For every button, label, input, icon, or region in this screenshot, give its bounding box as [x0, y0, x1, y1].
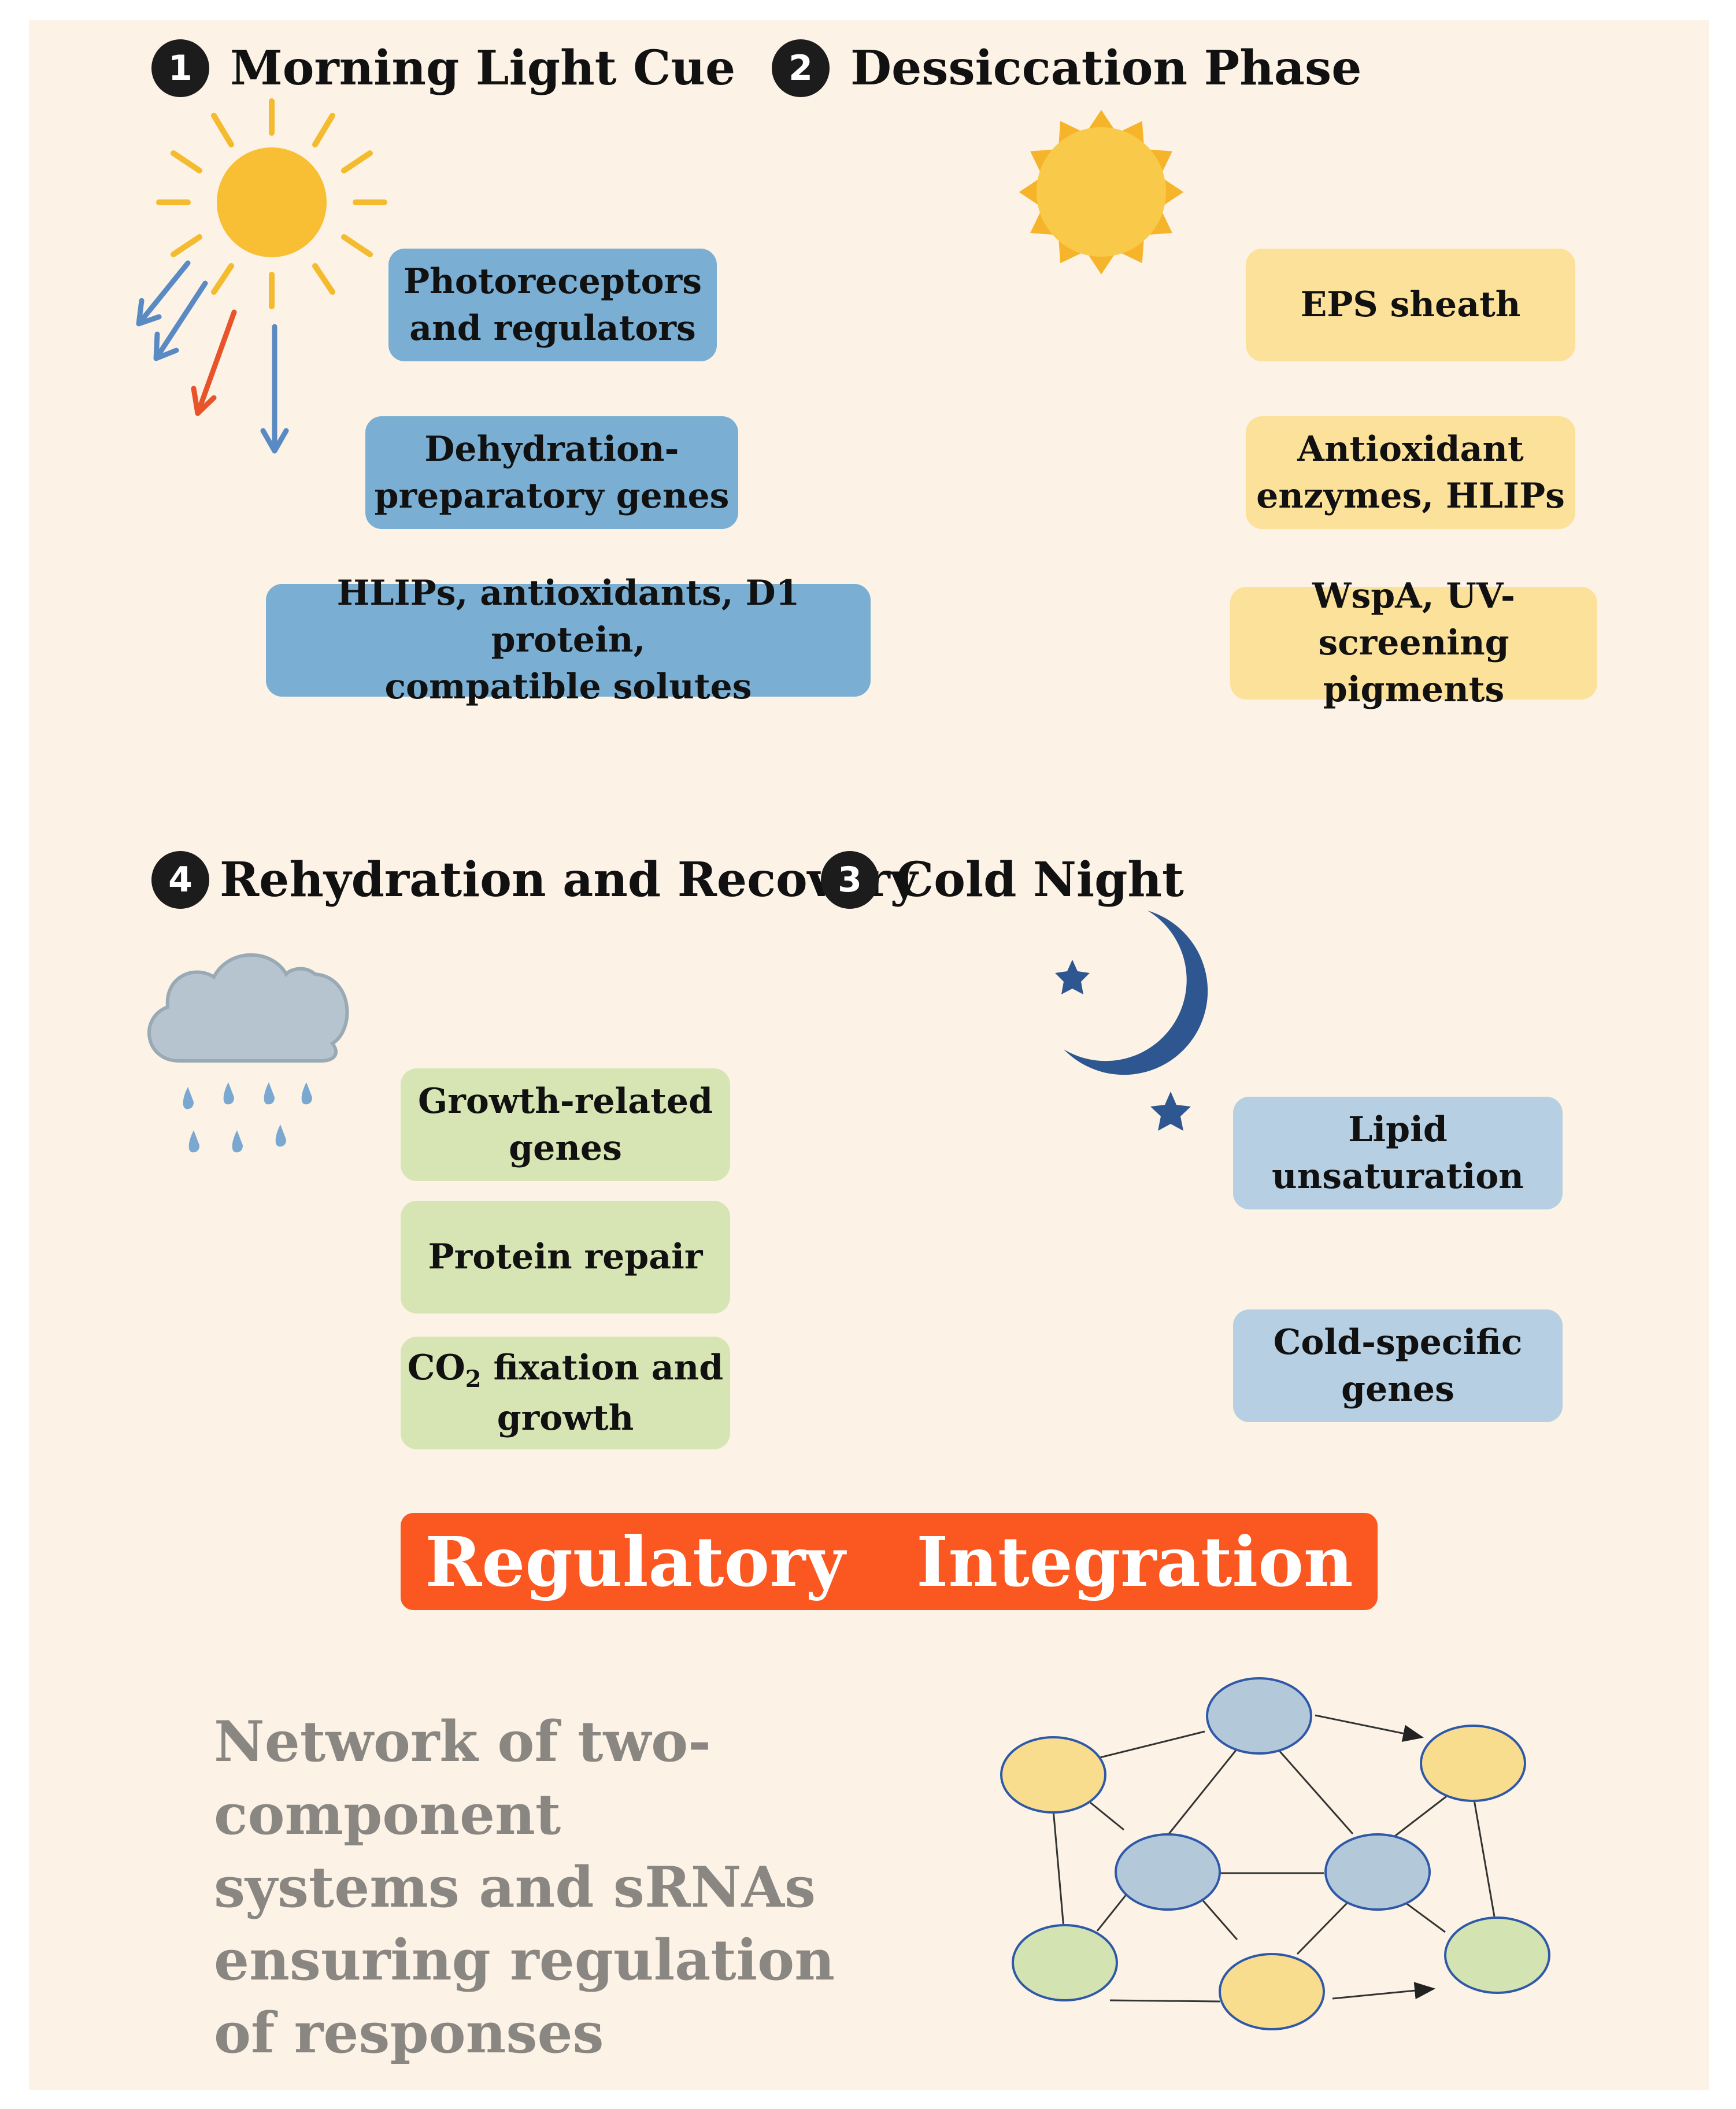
box-line: and regulators [409, 308, 696, 349]
box-line: preparatory genes [374, 475, 730, 516]
phase-3-title-text: Cold Night [896, 852, 1184, 908]
phase-2-title: 2 Dessiccation Phase [772, 39, 1361, 97]
star-icon [1055, 960, 1191, 1131]
night-box-cold-genes: Cold-specific genes [1233, 1309, 1563, 1422]
box-line: genes [1341, 1368, 1454, 1409]
sun-icon [1019, 110, 1184, 275]
moon-icon [1064, 911, 1208, 1075]
box-line: Growth-related [417, 1081, 713, 1122]
recovery-box-co2-fixation: CO2 fixation and growth [401, 1337, 730, 1449]
morning-box-hlips: HLIPs, antioxidants, D1 protein, compatib… [266, 573, 871, 707]
phase-3-number-badge: 3 [821, 851, 879, 909]
network-text-line: of responses [214, 2000, 604, 2066]
network-text-line: ensuring regulation [214, 1927, 835, 1993]
phase-4-title-text: Rehydration and Recovery [220, 852, 918, 908]
regulatory-integration-banner: Regulatory Integration [401, 1513, 1378, 1610]
phase-4-title: 4 Rehydration and Recovery [151, 851, 917, 909]
morning-box-dehydration-genes: Dehydration-preparatory genes [365, 416, 738, 529]
phase-4-number-badge: 4 [151, 851, 209, 909]
box-line: Protein repair [428, 1237, 703, 1277]
network-description: Network of two-component systems and sRN… [214, 1705, 965, 2070]
desiccation-box-eps: EPS sheath [1246, 249, 1575, 361]
box-line: compatible solutes [384, 667, 752, 707]
box-line: Dehydration- [424, 428, 679, 469]
network-text-line: systems and sRNAs [214, 1855, 816, 1920]
rain-cloud-icon [147, 953, 349, 1153]
box-line: screening pigments [1318, 623, 1509, 710]
recovery-box-growth-genes: Growth-related genes [401, 1068, 730, 1181]
desiccation-box-wspa: WspA, UV-screening pigments [1230, 576, 1597, 710]
morning-box-photoreceptors: Photoreceptors and regulators [388, 249, 717, 361]
box-line: CO2 fixation and [408, 1345, 724, 1395]
box-line: growth [497, 1397, 634, 1438]
phase-2-number-badge: 2 [772, 39, 830, 97]
phase-1-title: 1 Morning Light Cue [151, 39, 735, 97]
sun-rays-icon [156, 98, 387, 309]
box-line: enzymes, HLIPs [1256, 475, 1565, 516]
box-line: Cold-specific [1273, 1322, 1523, 1363]
phase-2-title-text: Dessiccation Phase [850, 40, 1362, 96]
box-line: genes [509, 1127, 622, 1168]
box-line: unsaturation [1272, 1156, 1524, 1197]
box-line: Photoreceptors [403, 261, 702, 302]
co2-subscript: 2 [465, 1365, 482, 1393]
box-line: Lipid [1348, 1109, 1448, 1150]
phase-3-title: 3 Cold Night [821, 851, 1184, 909]
phase-1-title-text: Morning Light Cue [230, 40, 736, 96]
box-line: WspA, UV- [1312, 576, 1515, 616]
box-line: EPS sheath [1300, 284, 1521, 325]
desiccation-box-antioxidant: Antioxidant enzymes, HLIPs [1246, 416, 1575, 529]
box-line: HLIPs, antioxidants, D1 protein, [336, 573, 800, 660]
box-line: Antioxidant [1297, 428, 1524, 469]
night-box-lipid: Lipid unsaturation [1233, 1097, 1563, 1209]
network-graph-icon [1000, 1677, 1550, 2030]
network-text-line: Network of two-component [214, 1709, 711, 1847]
co2-prefix: CO [407, 1347, 465, 1388]
phase-1-number-badge: 1 [151, 39, 209, 97]
recovery-box-protein-repair: Protein repair [401, 1201, 730, 1314]
arrow-icon [136, 260, 289, 454]
co2-rest: fixation and [481, 1347, 724, 1388]
